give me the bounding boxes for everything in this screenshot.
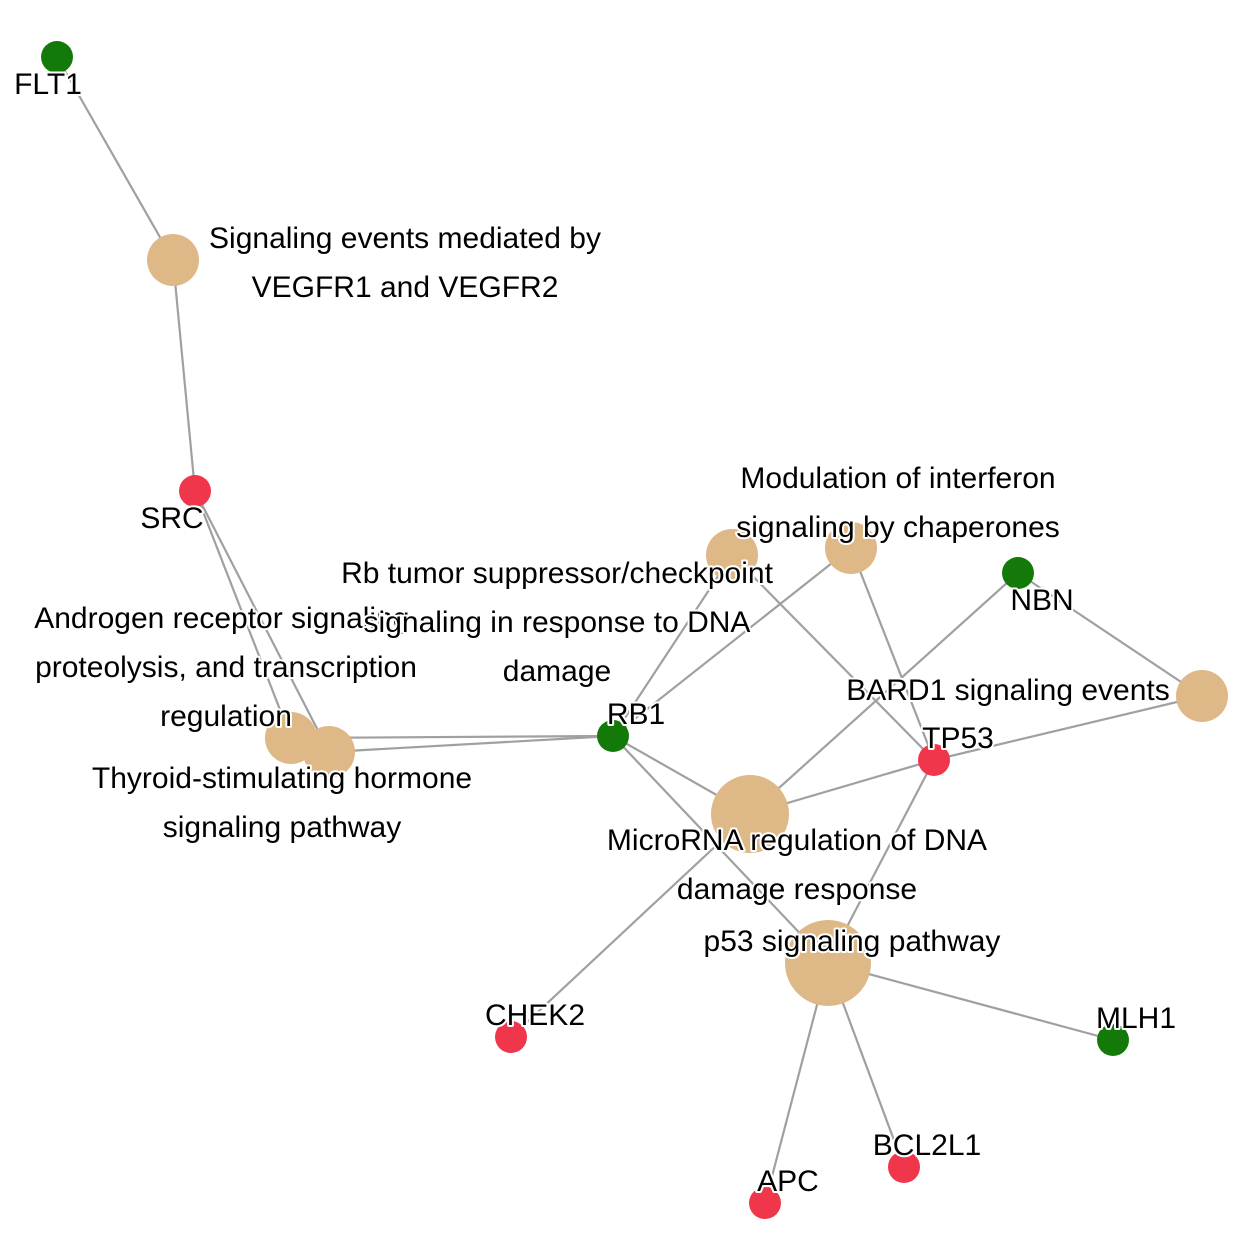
edge-nbn-mir — [749, 572, 1019, 815]
edge-rb1-ifn — [612, 547, 852, 737]
edges-layer — [56, 56, 1203, 1204]
label-line: Androgen receptor signaling, — [34, 602, 418, 635]
label-line: signaling in response to DNA — [364, 606, 751, 639]
gene-label-rb1: RB1 — [607, 698, 665, 731]
label-line: proteolysis, and transcription — [35, 651, 417, 684]
label-line: Signaling events mediated by — [209, 222, 601, 255]
pathway-node-vegfr[interactable] — [147, 234, 199, 286]
label-line: damage response — [677, 873, 917, 906]
pathway-label-rb: Rb tumor suppressor/checkpoint signaling … — [341, 557, 774, 688]
pathway-label-mir: MicroRNA regulation of DNA damage respons… — [607, 824, 987, 906]
edge-flt1-vegfr — [56, 56, 174, 261]
label-line: TP53 — [922, 722, 994, 755]
pathway-node-rb[interactable] — [706, 529, 758, 581]
label-line: BCL2L1 — [873, 1129, 981, 1162]
pathway-node-tsh[interactable] — [303, 726, 355, 778]
label-line: Modulation of interferon — [740, 462, 1055, 495]
edge-vegfr-src — [171, 259, 197, 492]
gene-label-chek2: CHEK2 — [485, 999, 585, 1032]
gene-label-apc: APC — [757, 1165, 819, 1198]
label-line: damage — [503, 655, 611, 688]
gene-node-bcl2l1[interactable] — [888, 1151, 920, 1183]
gene-label-bcl2l1: BCL2L1 — [873, 1129, 981, 1162]
edge-src-ar — [193, 490, 293, 739]
edge-rb1-rb — [612, 554, 733, 737]
gene-label-tp53: TP53 — [922, 722, 994, 755]
edge-bard1-tp53 — [933, 694, 1203, 762]
pathway-label-vegfr: Signaling events mediated by VEGFR1 and V… — [209, 222, 601, 304]
label-line: MLH1 — [1096, 1002, 1176, 1035]
label-line: APC — [757, 1165, 819, 1198]
pathway-node-p53p[interactable] — [785, 920, 871, 1006]
pathway-node-ifn[interactable] — [825, 522, 877, 574]
gene-node-mlh1[interactable] — [1097, 1024, 1129, 1056]
label-line: Rb tumor suppressor/checkpoint — [341, 557, 774, 590]
gene-label-nbn: NBN — [1010, 584, 1073, 617]
label-line: SRC — [140, 502, 203, 535]
label-line: p53 signaling pathway — [704, 925, 1001, 958]
gene-node-chek2[interactable] — [495, 1021, 527, 1053]
gene-label-flt1: FLT1 — [14, 68, 82, 101]
label-line: signaling by chaperones — [736, 511, 1060, 544]
label-line: RB1 — [607, 698, 665, 731]
label-line: CHEK2 — [485, 999, 585, 1032]
gene-node-tp53[interactable] — [918, 744, 950, 776]
edge-rb1-p53p — [612, 735, 829, 964]
edge-chek2-mir — [510, 813, 751, 1038]
gene-node-apc[interactable] — [749, 1187, 781, 1219]
gene-node-flt1[interactable] — [41, 41, 73, 73]
nodes-layer — [41, 41, 1228, 1219]
label-line: FLT1 — [14, 68, 82, 101]
edge-nbn-bard1 — [1017, 572, 1203, 697]
pathway-label-bard1: BARD1 signaling events — [846, 674, 1170, 707]
edge-src-tsh — [194, 490, 330, 753]
pathway-label-p53p: p53 signaling pathway — [704, 925, 1001, 958]
gene-label-mlh1: MLH1 — [1096, 1002, 1176, 1035]
label-line: BARD1 signaling events — [846, 674, 1170, 707]
label-line: NBN — [1010, 584, 1073, 617]
edge-p53p-mlh1 — [827, 961, 1114, 1042]
pathway-label-tsh: Thyroid-stimulating hormone signaling pat… — [92, 762, 472, 844]
pathway-node-mir[interactable] — [711, 775, 789, 853]
label-line: Thyroid-stimulating hormone — [92, 762, 472, 795]
gene-node-nbn[interactable] — [1002, 557, 1034, 589]
pathway-node-bard1[interactable] — [1176, 670, 1228, 722]
gene-node-rb1[interactable] — [597, 720, 629, 752]
label-line: MicroRNA regulation of DNA — [607, 824, 987, 857]
label-line: signaling pathway — [163, 811, 402, 844]
gene-label-src: SRC — [140, 502, 203, 535]
gene-node-src[interactable] — [179, 475, 211, 507]
edge-tsh-rb1 — [328, 734, 614, 754]
pathway-label-ifn: Modulation of interferon signaling by cha… — [736, 462, 1060, 544]
edge-ifn-tp53 — [849, 547, 936, 761]
label-line: VEGFR1 and VEGFR2 — [252, 271, 559, 304]
edge-rb-tp53 — [731, 554, 935, 761]
pathway-label-ar: Androgen receptor signaling, proteolysis,… — [34, 602, 418, 733]
label-line: regulation — [160, 700, 292, 733]
